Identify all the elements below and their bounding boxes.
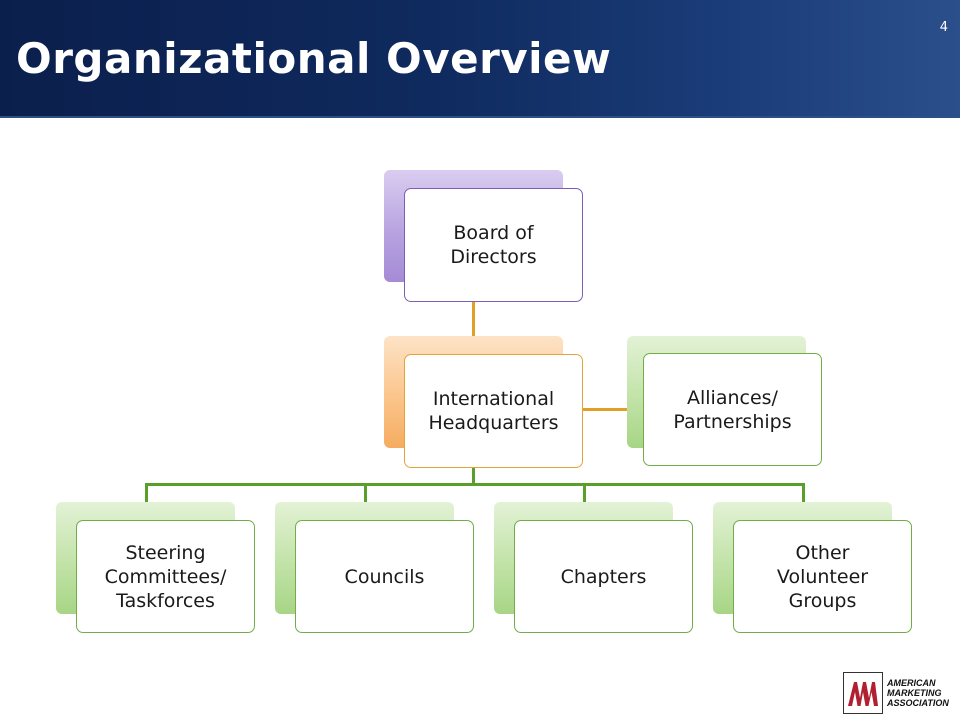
connector-drop-other <box>802 483 805 502</box>
slide-title: Organizational Overview <box>16 34 612 83</box>
connector-horizontal-bar <box>145 483 805 486</box>
node-hq-label: International Headquarters <box>404 354 583 468</box>
page-number: 4 <box>939 20 948 35</box>
ama-logo-text: American Marketing Association <box>887 678 949 708</box>
connector-board-hq <box>472 300 475 337</box>
connector-hq-down <box>472 466 475 486</box>
connector-drop-chapters <box>583 483 586 502</box>
connector-drop-councils <box>364 483 367 502</box>
node-alliances-label: Alliances/ Partnerships <box>643 353 822 466</box>
node-board-label: Board of Directors <box>404 188 583 302</box>
node-chapters-label: Chapters <box>514 520 693 633</box>
node-councils-label: Councils <box>295 520 474 633</box>
node-other-label: Other Volunteer Groups <box>733 520 912 633</box>
ama-logo-icon <box>843 672 883 714</box>
node-steering-label: Steering Committees/ Taskforces <box>76 520 255 633</box>
connector-drop-steering <box>145 483 148 502</box>
slide-header: Organizational Overview 4 <box>0 0 960 118</box>
connector-hq-alliances <box>583 408 629 411</box>
ama-logo: American Marketing Association <box>843 671 953 715</box>
